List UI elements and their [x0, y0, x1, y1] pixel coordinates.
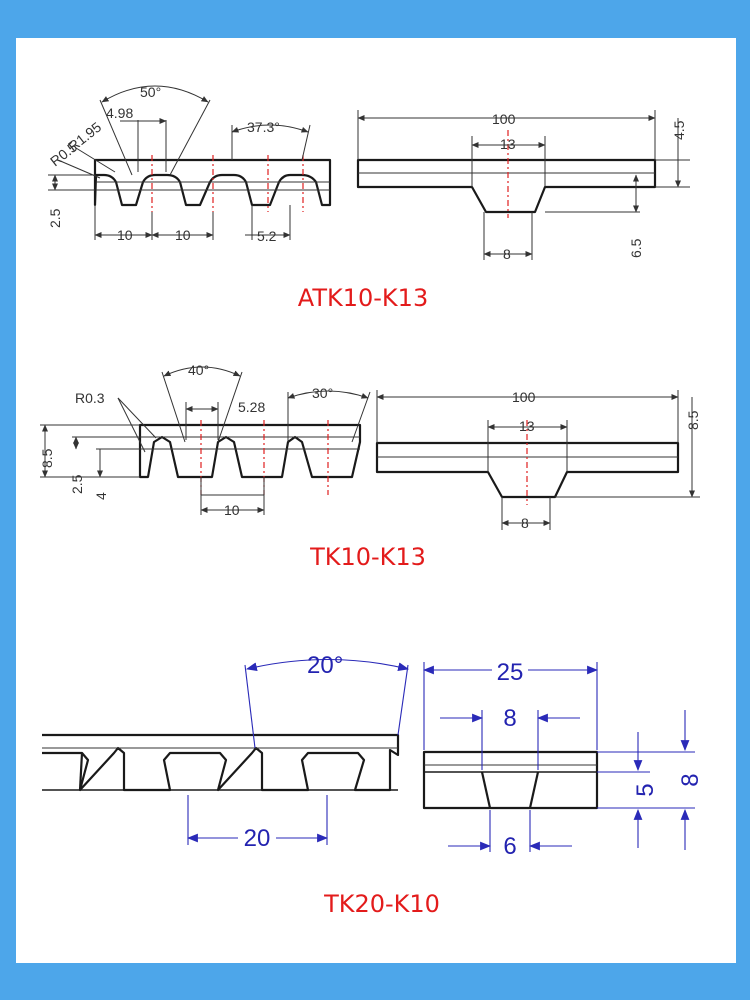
tk10-total-label: 8.5 — [685, 410, 701, 430]
tk10-top-width-label: 5.28 — [238, 399, 265, 415]
atk10-cross-section: 100 13 8 4.5 6.5 — [356, 110, 690, 262]
tk20-guide-top-label: 8 — [503, 705, 516, 732]
tk10-angle-label: 40° — [188, 362, 209, 378]
tk10-guide-bottom-label: 8 — [521, 515, 529, 531]
tk10-height-tooth-label: 2.5 — [69, 474, 85, 494]
atk10-thickness-label: 4.5 — [671, 120, 687, 140]
tk20-cross-section: 25 8 6 5 8 — [422, 656, 704, 860]
tk20-guide-height-label: 5 — [632, 783, 659, 796]
atk10-guide-bottom-label: 8 — [503, 246, 511, 262]
tk10-cross-section: 100 13 8 8.5 — [375, 389, 701, 531]
tk20-belt-outline — [42, 733, 400, 792]
belt-profile-drawings: 50° 4.98 R1.95 R0.5 2.5 10 10 5.2 37.3° — [39, 84, 704, 918]
drawing-panel: 50° 4.98 R1.95 R0.5 2.5 10 10 5.2 37.3° — [16, 38, 736, 963]
tk10-section-width-label: 100 — [512, 389, 536, 405]
tk20-pitch-label: 20 — [244, 825, 271, 852]
tk10-guide-top-label: 13 — [519, 418, 535, 434]
atk10-guide-top-label: 13 — [500, 136, 516, 152]
tk20-caption: TK20-K10 — [323, 890, 440, 918]
tk20-guide-bottom-label: 6 — [503, 833, 516, 860]
atk10-pitch-1-label: 10 — [117, 227, 133, 243]
tk10-angle-2-label: 30° — [312, 385, 333, 401]
tk10-height-total-label: 8.5 — [39, 448, 55, 468]
atk10-total-label: 6.5 — [628, 238, 644, 258]
atk10-angle-label: 50° — [140, 84, 161, 100]
tk10-radius-label: R0.3 — [75, 390, 105, 406]
tk10-tooth-profile: R0.3 40° 5.28 30° 8.5 2.5 4 10 — [39, 362, 371, 518]
tk20-angle-label: 20° — [307, 652, 343, 679]
atk10-pitch-3-label: 5.2 — [257, 228, 277, 244]
atk10-pitch-2-label: 10 — [175, 227, 191, 243]
atk10-belt-outline — [93, 158, 332, 207]
tk20-total-label: 8 — [677, 773, 704, 786]
tk10-pitch-label: 10 — [224, 502, 240, 518]
atk10-tooth-profile: 50° 4.98 R1.95 R0.5 2.5 10 10 5.2 37.3° — [47, 84, 332, 244]
atk10-section-outline — [356, 158, 657, 214]
tk20-section-outline — [422, 750, 599, 810]
tk20-tooth-profile: 20° 20 — [42, 652, 410, 852]
atk10-angle-2-label: 37.3° — [247, 119, 280, 135]
atk10-top-width-label: 4.98 — [106, 105, 133, 121]
tk10-height-base-label: 4 — [93, 492, 109, 500]
tk10-caption: TK10-K13 — [309, 543, 426, 571]
tk10-belt-outline — [138, 423, 362, 479]
atk10-height-label: 2.5 — [47, 208, 63, 228]
atk10-section-width-label: 100 — [492, 111, 516, 127]
atk10-caption: ATK10-K13 — [298, 284, 428, 312]
tk20-section-width-label: 25 — [497, 659, 524, 686]
